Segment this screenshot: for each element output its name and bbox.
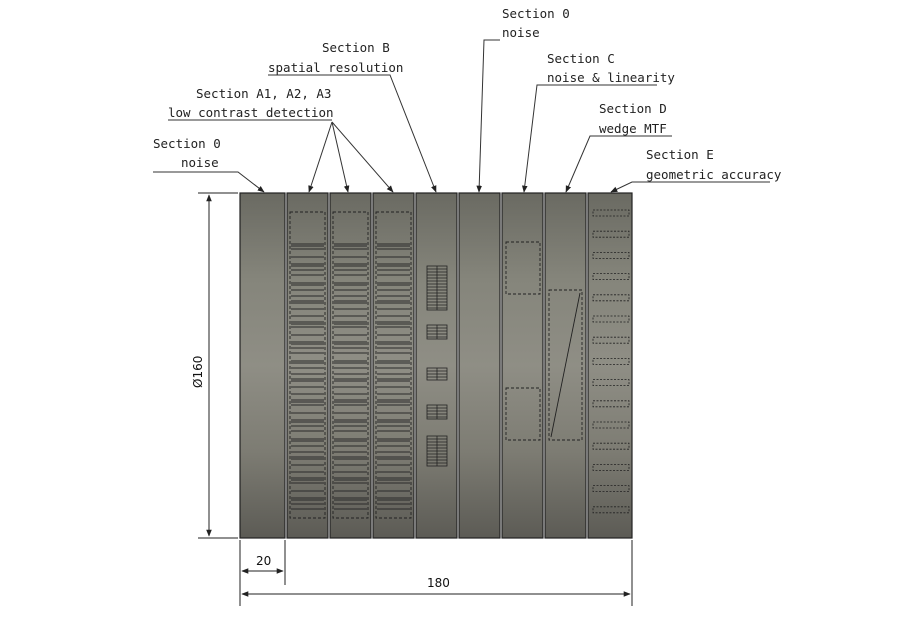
- dimension-lines: [198, 192, 633, 606]
- label-sectionE-title: Section E: [646, 147, 714, 162]
- label-section0-left-sub: noise: [181, 155, 219, 170]
- leader-lines: [153, 39, 770, 193]
- section-e-geometric-slots: [592, 209, 630, 514]
- phantom-body: [239, 192, 633, 539]
- section-d-wedge: [548, 289, 583, 441]
- label-sectionA-title: Section A1, A2, A3: [196, 86, 331, 101]
- section-0-left-body: [239, 192, 286, 539]
- geometric-slot: [592, 294, 630, 302]
- label-section0-mid-title: Section 0: [502, 6, 570, 21]
- geometric-slot: [592, 442, 630, 450]
- label-sectionC-sub: noise & linearity: [547, 70, 675, 85]
- geometric-slot: [592, 209, 630, 217]
- geometric-slot: [592, 506, 630, 514]
- label-sectionA-sub: low contrast detection: [168, 105, 334, 120]
- geometric-slot: [592, 357, 630, 365]
- dimension-section-width: 20: [256, 554, 271, 568]
- section-b-resolution-patterns: [426, 265, 448, 467]
- dimension-diameter: Ø160: [191, 356, 205, 388]
- section-labels: Section 0 noise Section A1, A2, A3 low c…: [153, 6, 782, 182]
- geometric-slot: [592, 251, 630, 259]
- label-sectionE-sub: geometric accuracy: [646, 167, 782, 182]
- label-section0-mid-sub: noise: [502, 25, 540, 40]
- section-b-body: [415, 192, 458, 539]
- geometric-slot: [592, 273, 630, 281]
- geometric-slot: [592, 485, 630, 493]
- section-e-body: [587, 192, 633, 539]
- section-c-inserts: [505, 241, 541, 441]
- label-sectionB-sub: spatial resolution: [268, 60, 403, 75]
- geometric-slot: [592, 336, 630, 344]
- section-a3-body: [372, 192, 415, 539]
- section-a-inserts: [289, 211, 412, 519]
- geometric-slot: [592, 421, 630, 429]
- label-sectionB-title: Section B: [322, 40, 390, 55]
- geometric-slot: [592, 400, 630, 408]
- label-sectionC-title: Section C: [547, 51, 615, 66]
- label-section0-left-title: Section 0: [153, 136, 221, 151]
- dimension-total-length: 180: [427, 576, 450, 590]
- geometric-slot: [592, 315, 630, 323]
- geometric-slot: [592, 463, 630, 471]
- geometric-slot: [592, 230, 630, 238]
- section-c-body: [501, 192, 544, 539]
- label-sectionD-sub: wedge MTF: [599, 121, 667, 136]
- section-0-mid-body: [458, 192, 501, 539]
- label-sectionD-title: Section D: [599, 101, 667, 116]
- section-a-contrast-strips: [291, 243, 410, 510]
- section-a2-body: [329, 192, 372, 539]
- geometric-slot: [592, 379, 630, 387]
- section-a1-body: [286, 192, 329, 539]
